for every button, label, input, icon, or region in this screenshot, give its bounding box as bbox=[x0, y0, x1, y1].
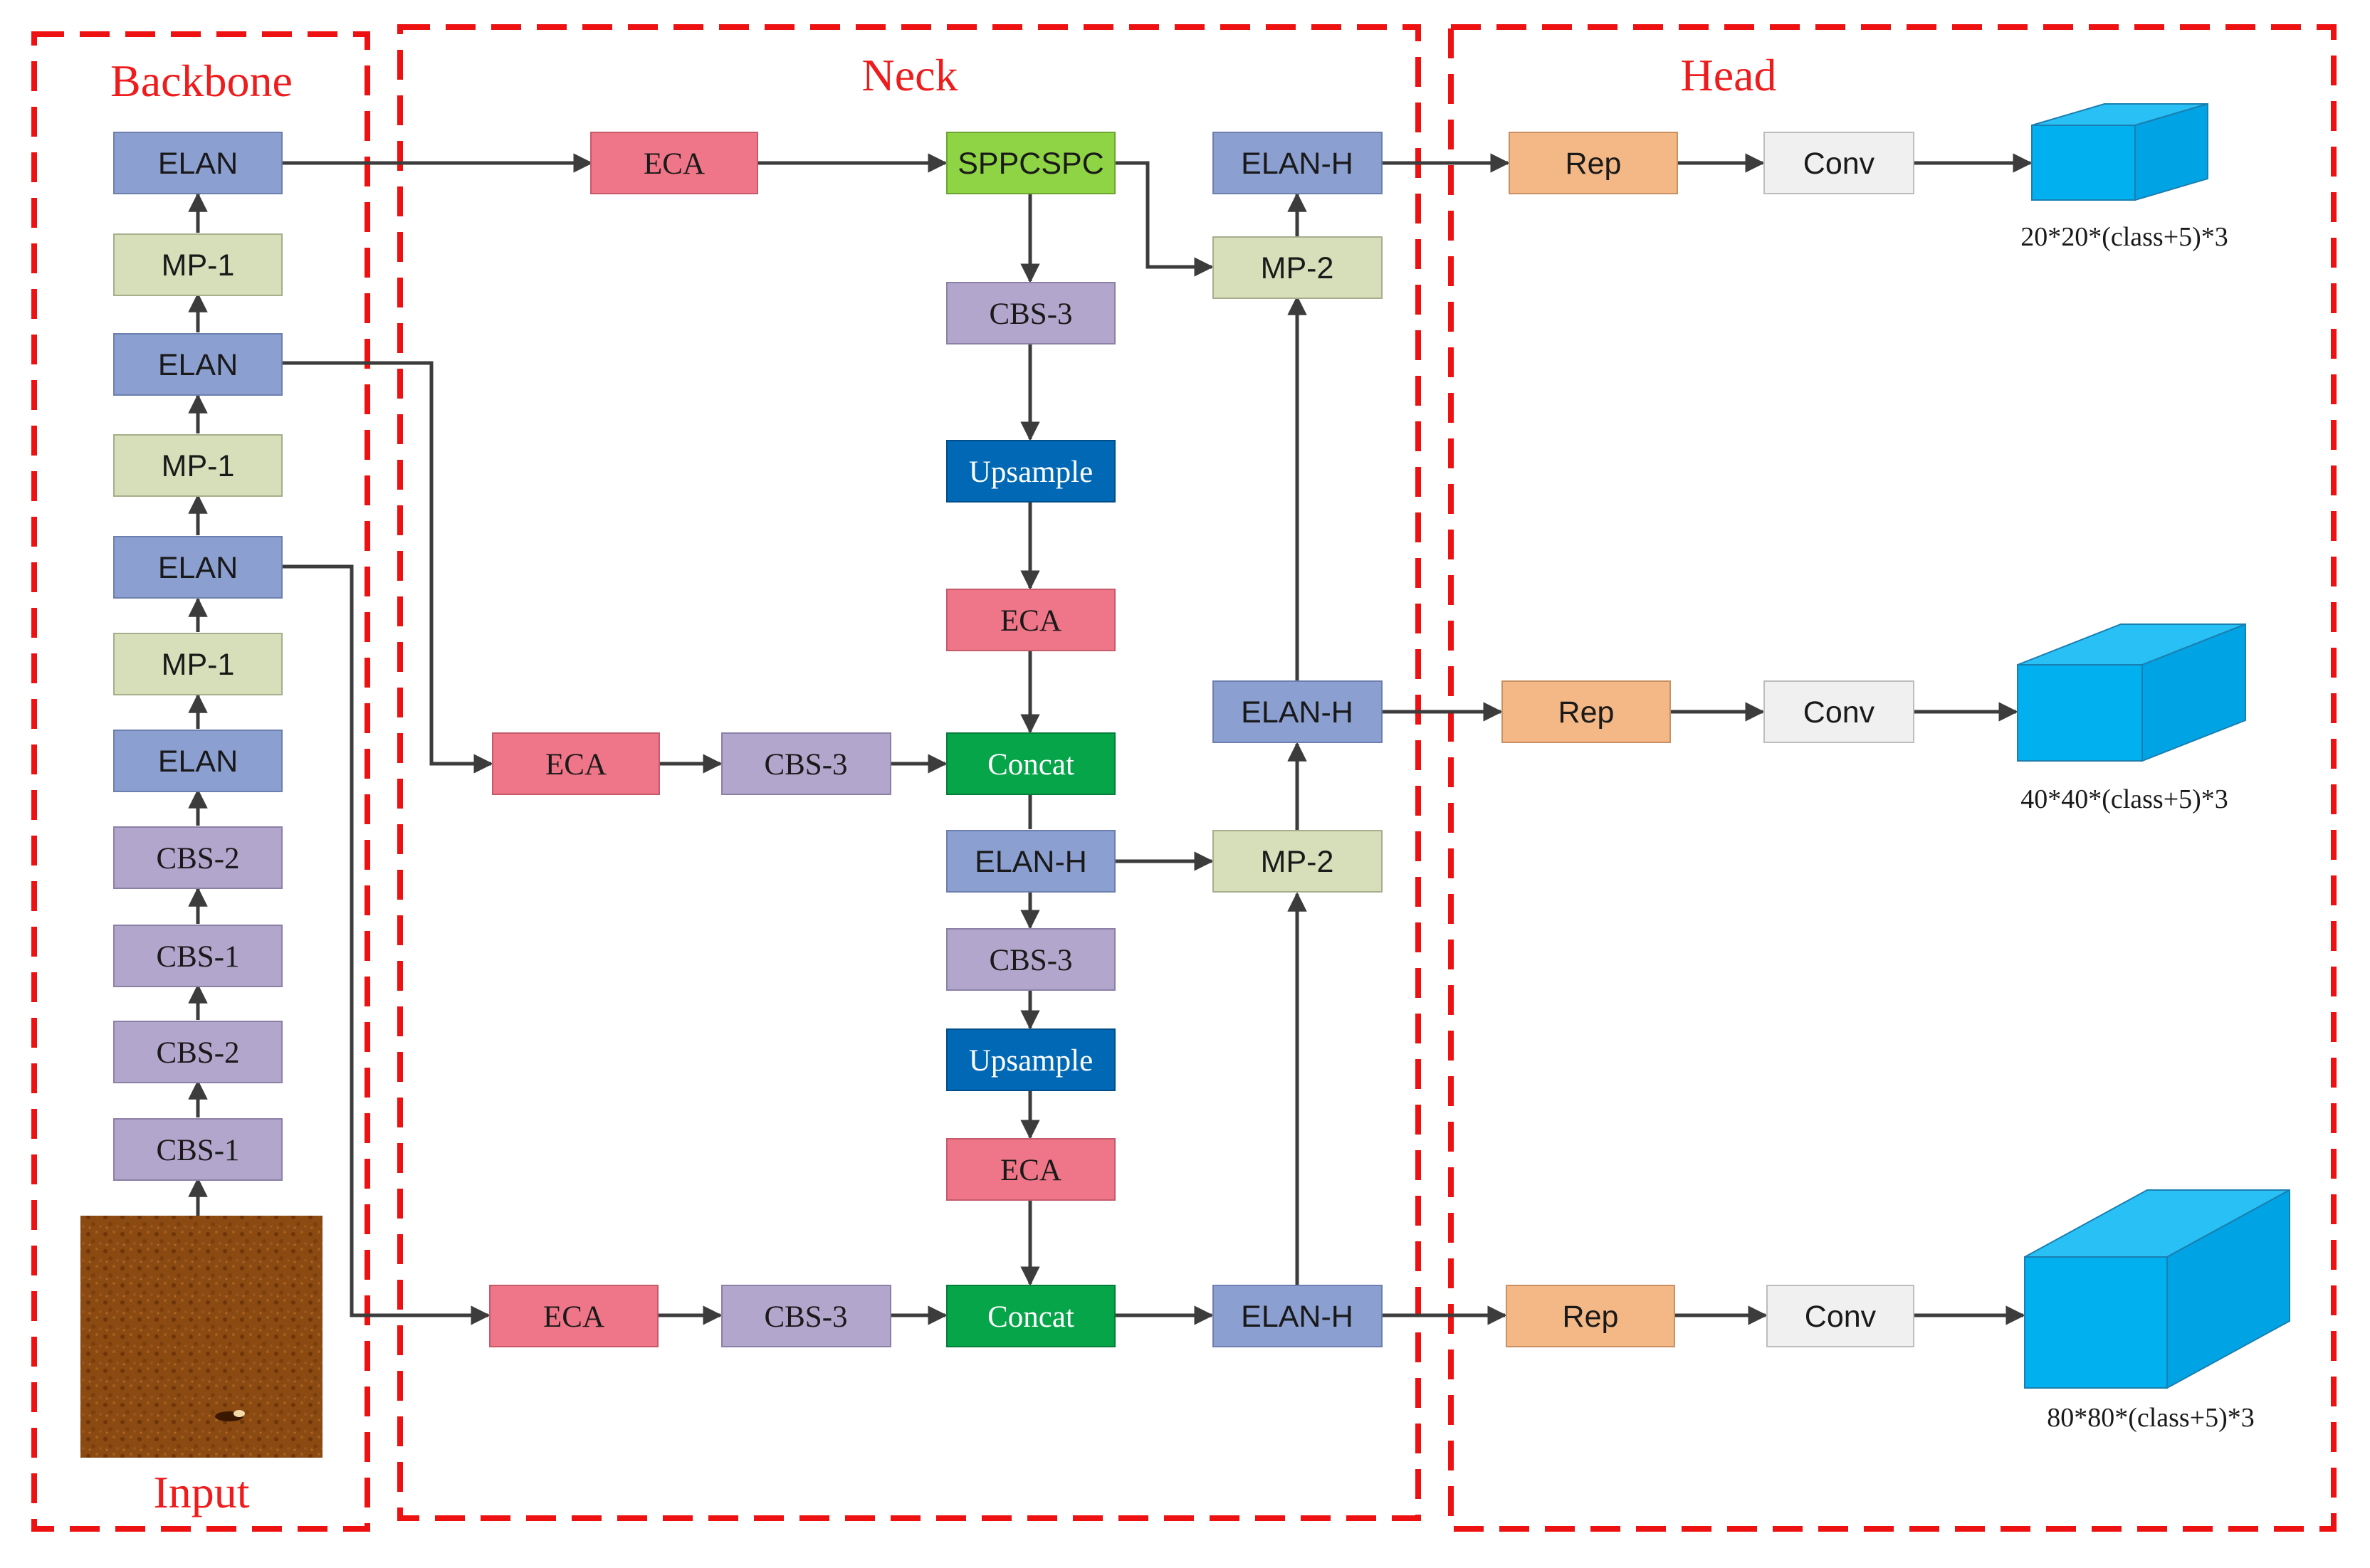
neck-upsample-lower-block: Upsample bbox=[946, 1028, 1116, 1091]
neck-mp2-mid-block: MP-2 bbox=[1212, 830, 1383, 893]
neck-elanh-top-block: ELAN-H bbox=[1212, 132, 1383, 194]
head-conv-block: Conv bbox=[1766, 1285, 1914, 1347]
backbone-mp1-block: MP-1 bbox=[113, 434, 283, 497]
svg-text:CBS-1: CBS-1 bbox=[156, 940, 239, 974]
connections bbox=[188, 153, 2033, 1325]
svg-text:ECA: ECA bbox=[1000, 1154, 1061, 1187]
svg-text:ELAN: ELAN bbox=[158, 348, 238, 382]
backbone-cbs2-block: CBS-2 bbox=[113, 1021, 283, 1083]
backbone-elan-block: ELAN bbox=[113, 536, 283, 599]
svg-text:Rep: Rep bbox=[1563, 1300, 1619, 1334]
neck-cbs3-block: CBS-3 bbox=[946, 282, 1116, 344]
backbone-elan-block: ELAN bbox=[113, 730, 283, 792]
svg-text:ECA: ECA bbox=[543, 1300, 604, 1334]
edge-elan3-to-eca bbox=[282, 361, 493, 774]
head-region bbox=[1448, 24, 2337, 1532]
svg-text:MP-2: MP-2 bbox=[1261, 251, 1334, 285]
svg-text:ELAN: ELAN bbox=[158, 551, 238, 585]
backbone-mp1-block: MP-1 bbox=[113, 233, 283, 296]
svg-text:MP-2: MP-2 bbox=[1261, 845, 1334, 879]
neck-eca-top-block: ECA bbox=[590, 132, 758, 194]
input-image bbox=[80, 1216, 323, 1458]
neck-title: Neck bbox=[861, 50, 958, 100]
svg-text:Upsample: Upsample bbox=[969, 1044, 1093, 1078]
neck-mp2-top-block: MP-2 bbox=[1212, 236, 1383, 299]
output-tensor-large bbox=[2024, 1189, 2290, 1389]
neck-cbs3-left-block: CBS-3 bbox=[721, 732, 891, 795]
edge-sppcspc-to-mp2 bbox=[1115, 161, 1214, 277]
neck-cbs3-lower-block: CBS-3 bbox=[946, 928, 1116, 991]
svg-text:Conv: Conv bbox=[1803, 147, 1875, 181]
svg-text:CBS-3: CBS-3 bbox=[764, 1300, 847, 1334]
backbone-region bbox=[31, 31, 370, 1532]
svg-text:Concat: Concat bbox=[987, 1300, 1074, 1334]
head-rep-block: Rep bbox=[1509, 132, 1678, 194]
neck-upsample-block: Upsample bbox=[946, 440, 1116, 503]
svg-text:CBS-2: CBS-2 bbox=[156, 1036, 239, 1070]
edge-elan2-to-eca-bottom bbox=[282, 564, 491, 1325]
svg-text:ELAN-H: ELAN-H bbox=[975, 845, 1087, 879]
neck-concat-block: Concat bbox=[946, 732, 1116, 795]
svg-text:MP-1: MP-1 bbox=[162, 449, 235, 483]
neck-elanh-bottom-block: ELAN-H bbox=[1212, 1285, 1383, 1347]
svg-text:SPPCSPC: SPPCSPC bbox=[958, 147, 1104, 181]
svg-text:Rep: Rep bbox=[1558, 695, 1615, 730]
svg-text:CBS-3: CBS-3 bbox=[989, 298, 1072, 331]
head-rep-block: Rep bbox=[1501, 680, 1671, 743]
backbone-elan-block: ELAN bbox=[113, 333, 283, 396]
backbone-cbs2-block: CBS-2 bbox=[113, 826, 283, 889]
svg-text:MP-1: MP-1 bbox=[162, 648, 235, 682]
output-tensor-medium bbox=[2017, 623, 2246, 762]
output-shape-label-small: 20*20*(class+5)*3 bbox=[2020, 222, 2228, 252]
svg-text:ELAN: ELAN bbox=[158, 147, 238, 181]
backbone-mp1-block: MP-1 bbox=[113, 633, 283, 695]
neck-eca-lower-block: ECA bbox=[946, 1138, 1116, 1201]
svg-text:ECA: ECA bbox=[644, 147, 705, 181]
svg-text:CBS-3: CBS-3 bbox=[764, 748, 847, 782]
svg-text:Upsample: Upsample bbox=[969, 456, 1093, 489]
head-blocks: Rep Conv Rep Conv Rep Conv bbox=[1501, 132, 1914, 1347]
backbone-cbs1-block: CBS-1 bbox=[113, 1118, 283, 1181]
head-conv-block: Conv bbox=[1763, 132, 1914, 194]
neck-cbs3-bottom-block: CBS-3 bbox=[721, 1285, 891, 1347]
svg-text:ELAN-H: ELAN-H bbox=[1241, 147, 1353, 181]
svg-text:Conv: Conv bbox=[1803, 695, 1875, 730]
neck-eca-left-block: ECA bbox=[492, 732, 660, 795]
output-shape-label-large: 80*80*(class+5)*3 bbox=[2047, 1403, 2255, 1433]
svg-text:ELAN: ELAN bbox=[158, 744, 238, 779]
svg-text:CBS-2: CBS-2 bbox=[156, 842, 239, 875]
svg-text:CBS-3: CBS-3 bbox=[989, 944, 1072, 977]
svg-text:CBS-1: CBS-1 bbox=[156, 1134, 239, 1167]
backbone-title: Backbone bbox=[110, 56, 293, 106]
neck-region bbox=[397, 24, 1421, 1521]
svg-text:ECA: ECA bbox=[1000, 604, 1061, 638]
svg-text:ELAN-H: ELAN-H bbox=[1241, 695, 1353, 730]
neck-blocks: ECA SPPCSPC CBS-3 Upsample ECA Concat EC… bbox=[489, 132, 1383, 1347]
neck-eca-bottom-block: ECA bbox=[489, 1285, 659, 1347]
backbone-elan-block: ELAN bbox=[113, 132, 283, 194]
svg-text:Rep: Rep bbox=[1566, 147, 1622, 181]
output-tensor-small bbox=[2031, 102, 2208, 201]
svg-text:Concat: Concat bbox=[987, 748, 1074, 782]
neck-elanh-mid-block: ELAN-H bbox=[1212, 680, 1383, 743]
input-label: Input bbox=[153, 1467, 249, 1517]
neck-concat-lower-block: Concat bbox=[946, 1285, 1116, 1347]
head-title: Head bbox=[1680, 50, 1776, 100]
backbone-blocks: ELAN MP-1 ELAN MP-1 ELAN MP-1 ELAN CBS-2… bbox=[113, 132, 283, 1181]
output-shape-label-medium: 40*40*(class+5)*3 bbox=[2020, 784, 2228, 814]
head-rep-block: Rep bbox=[1506, 1285, 1675, 1347]
svg-text:ECA: ECA bbox=[545, 748, 607, 782]
backbone-cbs1-block: CBS-1 bbox=[113, 925, 283, 987]
svg-text:ELAN-H: ELAN-H bbox=[1241, 1300, 1353, 1334]
neck-elanh-center-block: ELAN-H bbox=[946, 830, 1116, 893]
head-conv-block: Conv bbox=[1763, 680, 1914, 743]
neck-eca-block: ECA bbox=[946, 589, 1116, 651]
svg-text:Conv: Conv bbox=[1805, 1300, 1877, 1334]
neck-sppcspc-block: SPPCSPC bbox=[946, 132, 1116, 194]
svg-text:MP-1: MP-1 bbox=[162, 248, 235, 283]
